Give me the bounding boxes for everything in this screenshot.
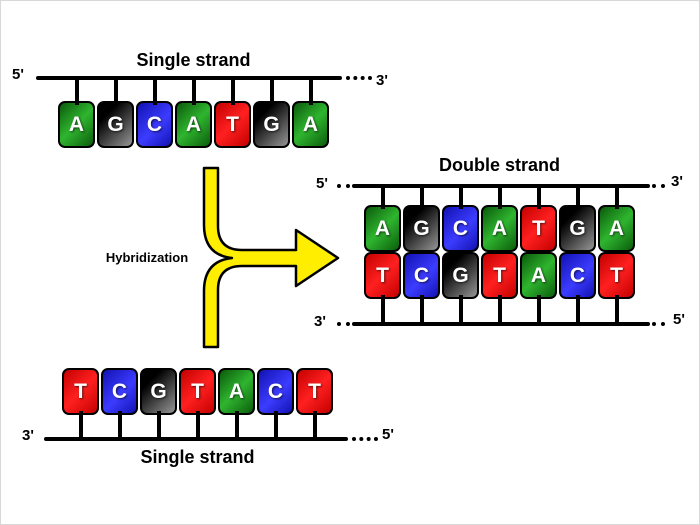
bottom-strand-title: Single strand (140, 447, 255, 467)
base-G: G (559, 188, 596, 252)
base-G: G (253, 80, 290, 148)
base-letter: G (107, 113, 124, 136)
base-T: T (481, 252, 518, 322)
merge-arrow-shape (202, 166, 340, 349)
double-strand-bottom-5prime-label: 5' (673, 311, 685, 328)
base-letter: A (530, 264, 547, 287)
base-letter: C (452, 217, 469, 240)
base-A: A (520, 252, 557, 322)
base-T: T (62, 368, 99, 437)
base-letter: T (74, 380, 87, 403)
double-strand-top-5prime-label: 5' (316, 175, 328, 192)
double-strand-top-left-dots (337, 184, 350, 188)
base-letter: C (267, 380, 284, 403)
double-strand-bottom-3prime-label: 3' (314, 313, 326, 330)
double-strand-bottom-left-dots (337, 322, 350, 326)
base-A: A (292, 80, 329, 148)
base-T: T (214, 80, 251, 148)
base-A: A (481, 188, 518, 252)
top-strand-backbone (36, 76, 342, 80)
base-letter: G (569, 217, 586, 240)
base-letter: A (608, 217, 625, 240)
base-G: G (140, 368, 177, 437)
double-strand-bottom-right-dots (652, 322, 665, 326)
base-letter: T (226, 113, 239, 136)
base-letter: A (228, 380, 245, 403)
double-strand-bottom-backbone (352, 322, 650, 326)
base-letter: C (569, 264, 586, 287)
base-C: C (559, 252, 596, 322)
base-T: T (179, 368, 216, 437)
base-letter: T (308, 380, 321, 403)
top-strand-3prime-label: 3' (376, 72, 388, 89)
base-A: A (598, 188, 635, 252)
base-letter: T (376, 264, 389, 287)
base-A: A (175, 80, 212, 148)
base-T: T (598, 252, 635, 322)
base-letter: G (263, 113, 280, 136)
base-G: G (442, 252, 479, 322)
base-letter: T (532, 217, 545, 240)
bottom-strand-backbone (44, 437, 348, 441)
base-letter: T (191, 380, 204, 403)
base-letter: C (111, 380, 128, 403)
top-strand-5prime-label: 5' (12, 66, 24, 83)
base-T: T (296, 368, 333, 437)
base-C: C (136, 80, 173, 148)
base-letter: T (493, 264, 506, 287)
base-C: C (403, 252, 440, 322)
bottom-strand-3prime-label: 3' (22, 427, 34, 444)
base-C: C (257, 368, 294, 437)
top-strand-backbone-dots (346, 76, 372, 80)
base-G: G (97, 80, 134, 148)
base-G: G (403, 188, 440, 252)
base-letter: C (146, 113, 163, 136)
base-T: T (364, 252, 401, 322)
top-strand-title: Single strand (136, 50, 251, 70)
double-strand-top-right-dots (652, 184, 665, 188)
base-T: T (520, 188, 557, 252)
base-A: A (218, 368, 255, 437)
base-letter: C (413, 264, 430, 287)
base-letter: A (302, 113, 319, 136)
double-strand-top-backbone (352, 184, 650, 188)
base-letter: G (150, 380, 167, 403)
base-letter: A (374, 217, 391, 240)
double-strand-title: Double strand (438, 155, 560, 175)
base-A: A (58, 80, 95, 148)
hybridization-arrow (202, 166, 340, 349)
base-C: C (101, 368, 138, 437)
double-strand-top-3prime-label: 3' (671, 173, 683, 190)
bottom-strand-backbone-dots (352, 437, 378, 441)
hybridization-label: Hybridization (105, 250, 189, 265)
base-letter: A (68, 113, 85, 136)
base-letter: A (491, 217, 508, 240)
base-letter: G (452, 264, 469, 287)
base-C: C (442, 188, 479, 252)
bottom-strand-5prime-label: 5' (382, 426, 394, 443)
base-letter: T (610, 264, 623, 287)
base-A: A (364, 188, 401, 252)
base-letter: A (185, 113, 202, 136)
base-letter: G (413, 217, 430, 240)
